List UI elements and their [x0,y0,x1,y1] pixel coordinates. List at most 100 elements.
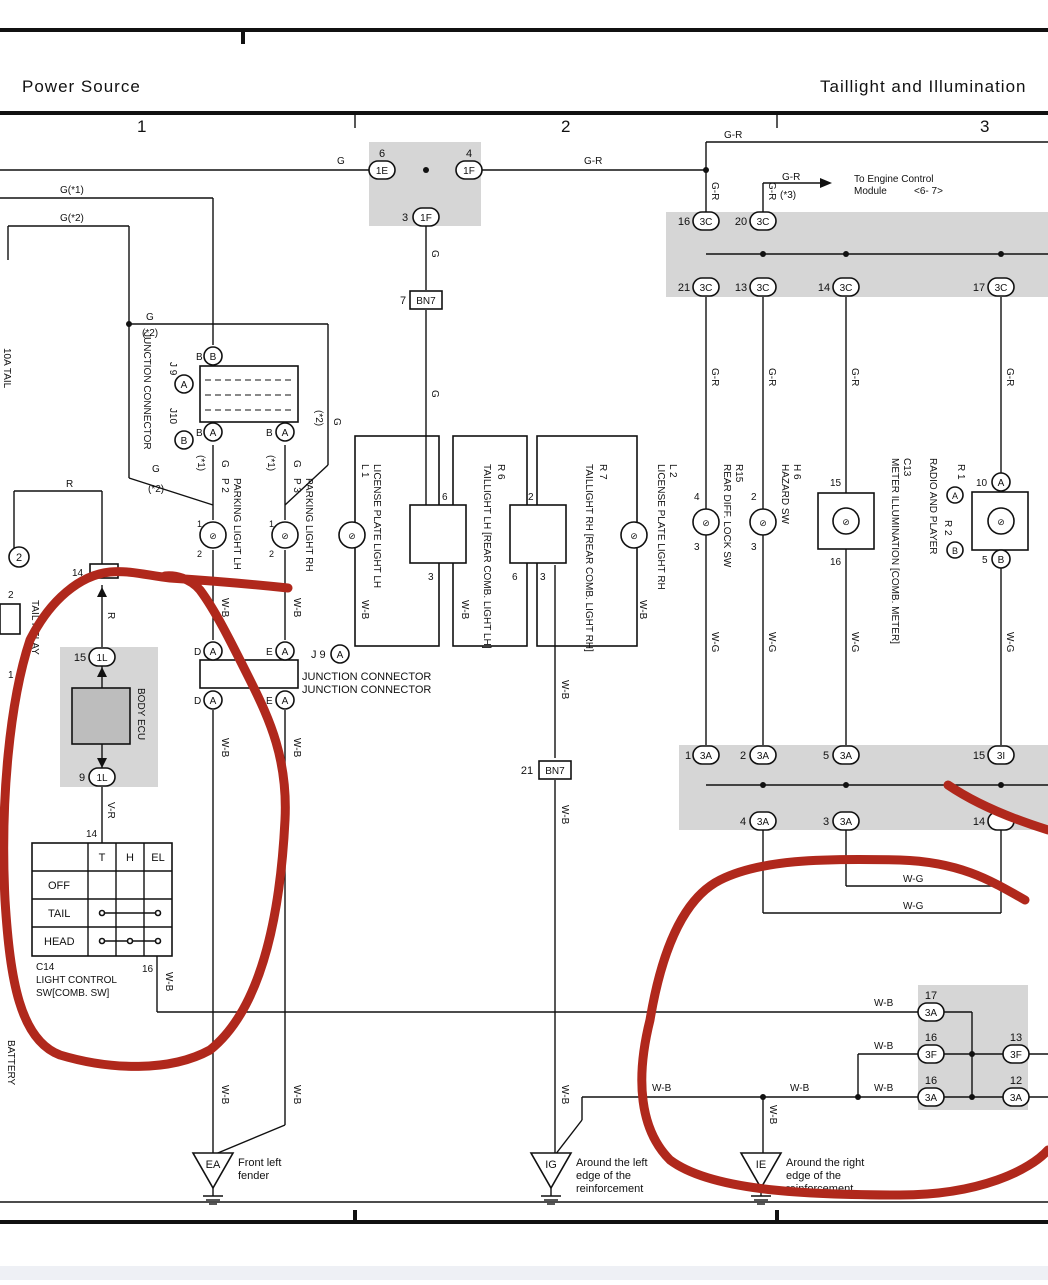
bottom-bar [0,1266,1048,1280]
svg-text:4: 4 [740,816,746,828]
svg-text:14: 14 [818,282,830,294]
svg-text:2: 2 [16,552,22,564]
connector-3i-15: 3I 15 [973,745,1015,765]
svg-text:G-R: G-R [766,182,777,200]
svg-text:JUNCTION CONNECTOR: JUNCTION CONNECTOR [302,684,431,696]
svg-text:20: 20 [735,216,747,228]
svg-text:(*2): (*2) [313,410,324,426]
svg-text:W-B: W-B [559,1085,570,1105]
svg-text:3C: 3C [757,217,770,228]
svg-text:W-B: W-B [219,738,230,758]
svg-text:3: 3 [428,572,434,583]
svg-text:3A: 3A [840,817,853,828]
parking-light-rh: ⊘ 1 2 P 3 PARKING LIGHT RH [269,478,314,572]
svg-text:W-B: W-B [874,998,894,1009]
svg-text:6: 6 [379,148,385,160]
wire-label-p3: (*3) [780,190,796,201]
svg-text:3C: 3C [700,283,713,294]
ecm-label-line1: To Engine Control [854,174,934,185]
svg-text:4: 4 [466,148,472,160]
svg-text:edge of the: edge of the [786,1170,841,1182]
svg-text:IE: IE [756,1159,766,1171]
svg-text:W-B: W-B [767,1105,778,1125]
svg-text:G-R: G-R [584,156,602,167]
svg-text:16: 16 [830,557,842,568]
svg-text:TAILLIGHT RH [REAR COMB. LIGHT: TAILLIGHT RH [REAR COMB. LIGHT RH] [583,464,594,652]
svg-text:16: 16 [142,964,154,975]
svg-text:A: A [282,647,289,658]
svg-text:fender: fender [238,1170,270,1182]
svg-text:W-B: W-B [790,1083,810,1094]
svg-text:14: 14 [86,829,98,840]
meter-illumination: ⊘ 15 16 C13 METER ILLUMINATION [COMB. ME… [817,458,912,644]
junction-connector-j9: A A A A D E D E J 9 A JUNCTION CONNECTOR… [194,641,431,710]
svg-text:3F: 3F [925,1050,937,1061]
svg-text:G-R: G-R [766,368,777,386]
svg-text:D: D [194,647,201,658]
svg-text:A: A [337,650,344,661]
svg-text:3C: 3C [757,283,770,294]
svg-text:METER ILLUMINATION [COMB. METE: METER ILLUMINATION [COMB. METER] [889,458,900,644]
svg-text:G: G [152,464,160,475]
arrow-icon [97,667,107,677]
svg-text:⊘: ⊘ [630,531,638,541]
svg-text:14: 14 [973,816,985,828]
connector-3c-13: 3C 13 [735,277,777,297]
svg-text:A: A [181,380,188,391]
ground-ig: IG Around the left edge of the reinforce… [529,1152,648,1205]
svg-text:L 2: L 2 [667,464,678,478]
svg-text:SW[COMB. SW]: SW[COMB. SW] [36,988,110,999]
svg-text:W-B: W-B [559,680,570,700]
svg-text:edge of the: edge of the [576,1170,631,1182]
connector-bn7-top: BN7 7 [400,290,443,310]
svg-text:W-G: W-G [766,632,777,653]
body-ecu [71,687,131,745]
svg-text:G(*1): G(*1) [60,185,84,196]
svg-text:3C: 3C [995,283,1008,294]
junction-connector-j9-j10: B A A B B B JUNCTION CONNECTOR J 9 A J10… [141,332,299,450]
rear-diff-lock-sw: ⊘ 4 3 R15 REAR DIFF. LOCK SW [692,464,744,568]
svg-text:G: G [146,312,154,323]
svg-text:3: 3 [694,542,700,553]
switch-col-h: H [126,852,134,864]
connector-1l-15: 1L 15 [74,647,116,667]
svg-text:3A: 3A [757,751,770,762]
connector-1f-b: 1F 3 [402,207,440,227]
svg-text:2: 2 [8,590,14,601]
svg-text:A: A [952,491,958,501]
column-number-1: 1 [137,117,146,136]
svg-text:21: 21 [678,282,690,294]
connector-3c-14: 3C 14 [818,277,860,297]
ecm-ref: <6- 7> [914,186,943,197]
connector-3a-4: 3A 4 [740,811,777,831]
svg-text:W-B: W-B [291,598,302,618]
svg-text:1L: 1L [96,773,108,784]
svg-text:W-B: W-B [291,738,302,758]
wire-labels: G G-R G-R G-R G(*1) G(*2) G (*2) G (*2) … [60,130,1015,1125]
connector-3c-16: 3C 16 [678,211,720,231]
svg-text:G: G [429,250,440,258]
svg-text:1E: 1E [376,166,389,177]
svg-text:E: E [266,696,273,707]
svg-text:PARKING LIGHT RH: PARKING LIGHT RH [303,478,314,572]
svg-text:⊘: ⊘ [842,517,850,527]
svg-text:C13: C13 [901,458,912,477]
svg-text:JUNCTION CONNECTOR: JUNCTION CONNECTOR [302,671,431,683]
svg-text:15: 15 [973,750,985,762]
connector-3c-17: 3C 17 [973,277,1015,297]
ground-ea: EA Front left fender [191,1152,281,1205]
svg-text:reinforcement: reinforcement [576,1183,643,1195]
svg-text:17: 17 [925,990,937,1002]
connector-3a-3: 3A 3 [823,811,860,831]
svg-text:G-R: G-R [849,368,860,386]
svg-text:LICENSE PLATE LIGHT LH: LICENSE PLATE LIGHT LH [371,464,382,588]
body-ecu-label: BODY ECU [135,688,146,740]
rear-light-group: ⊘ ⊘ L 1 LICENSE PLATE LIGHT LH R 6 TAILL… [338,435,678,652]
svg-text:17: 17 [973,282,985,294]
svg-text:W-G: W-G [709,632,720,653]
svg-text:2: 2 [528,492,534,503]
svg-text:⊘: ⊘ [348,531,356,541]
svg-text:G: G [429,390,440,398]
svg-text:9: 9 [79,772,85,784]
svg-text:B: B [196,428,203,439]
